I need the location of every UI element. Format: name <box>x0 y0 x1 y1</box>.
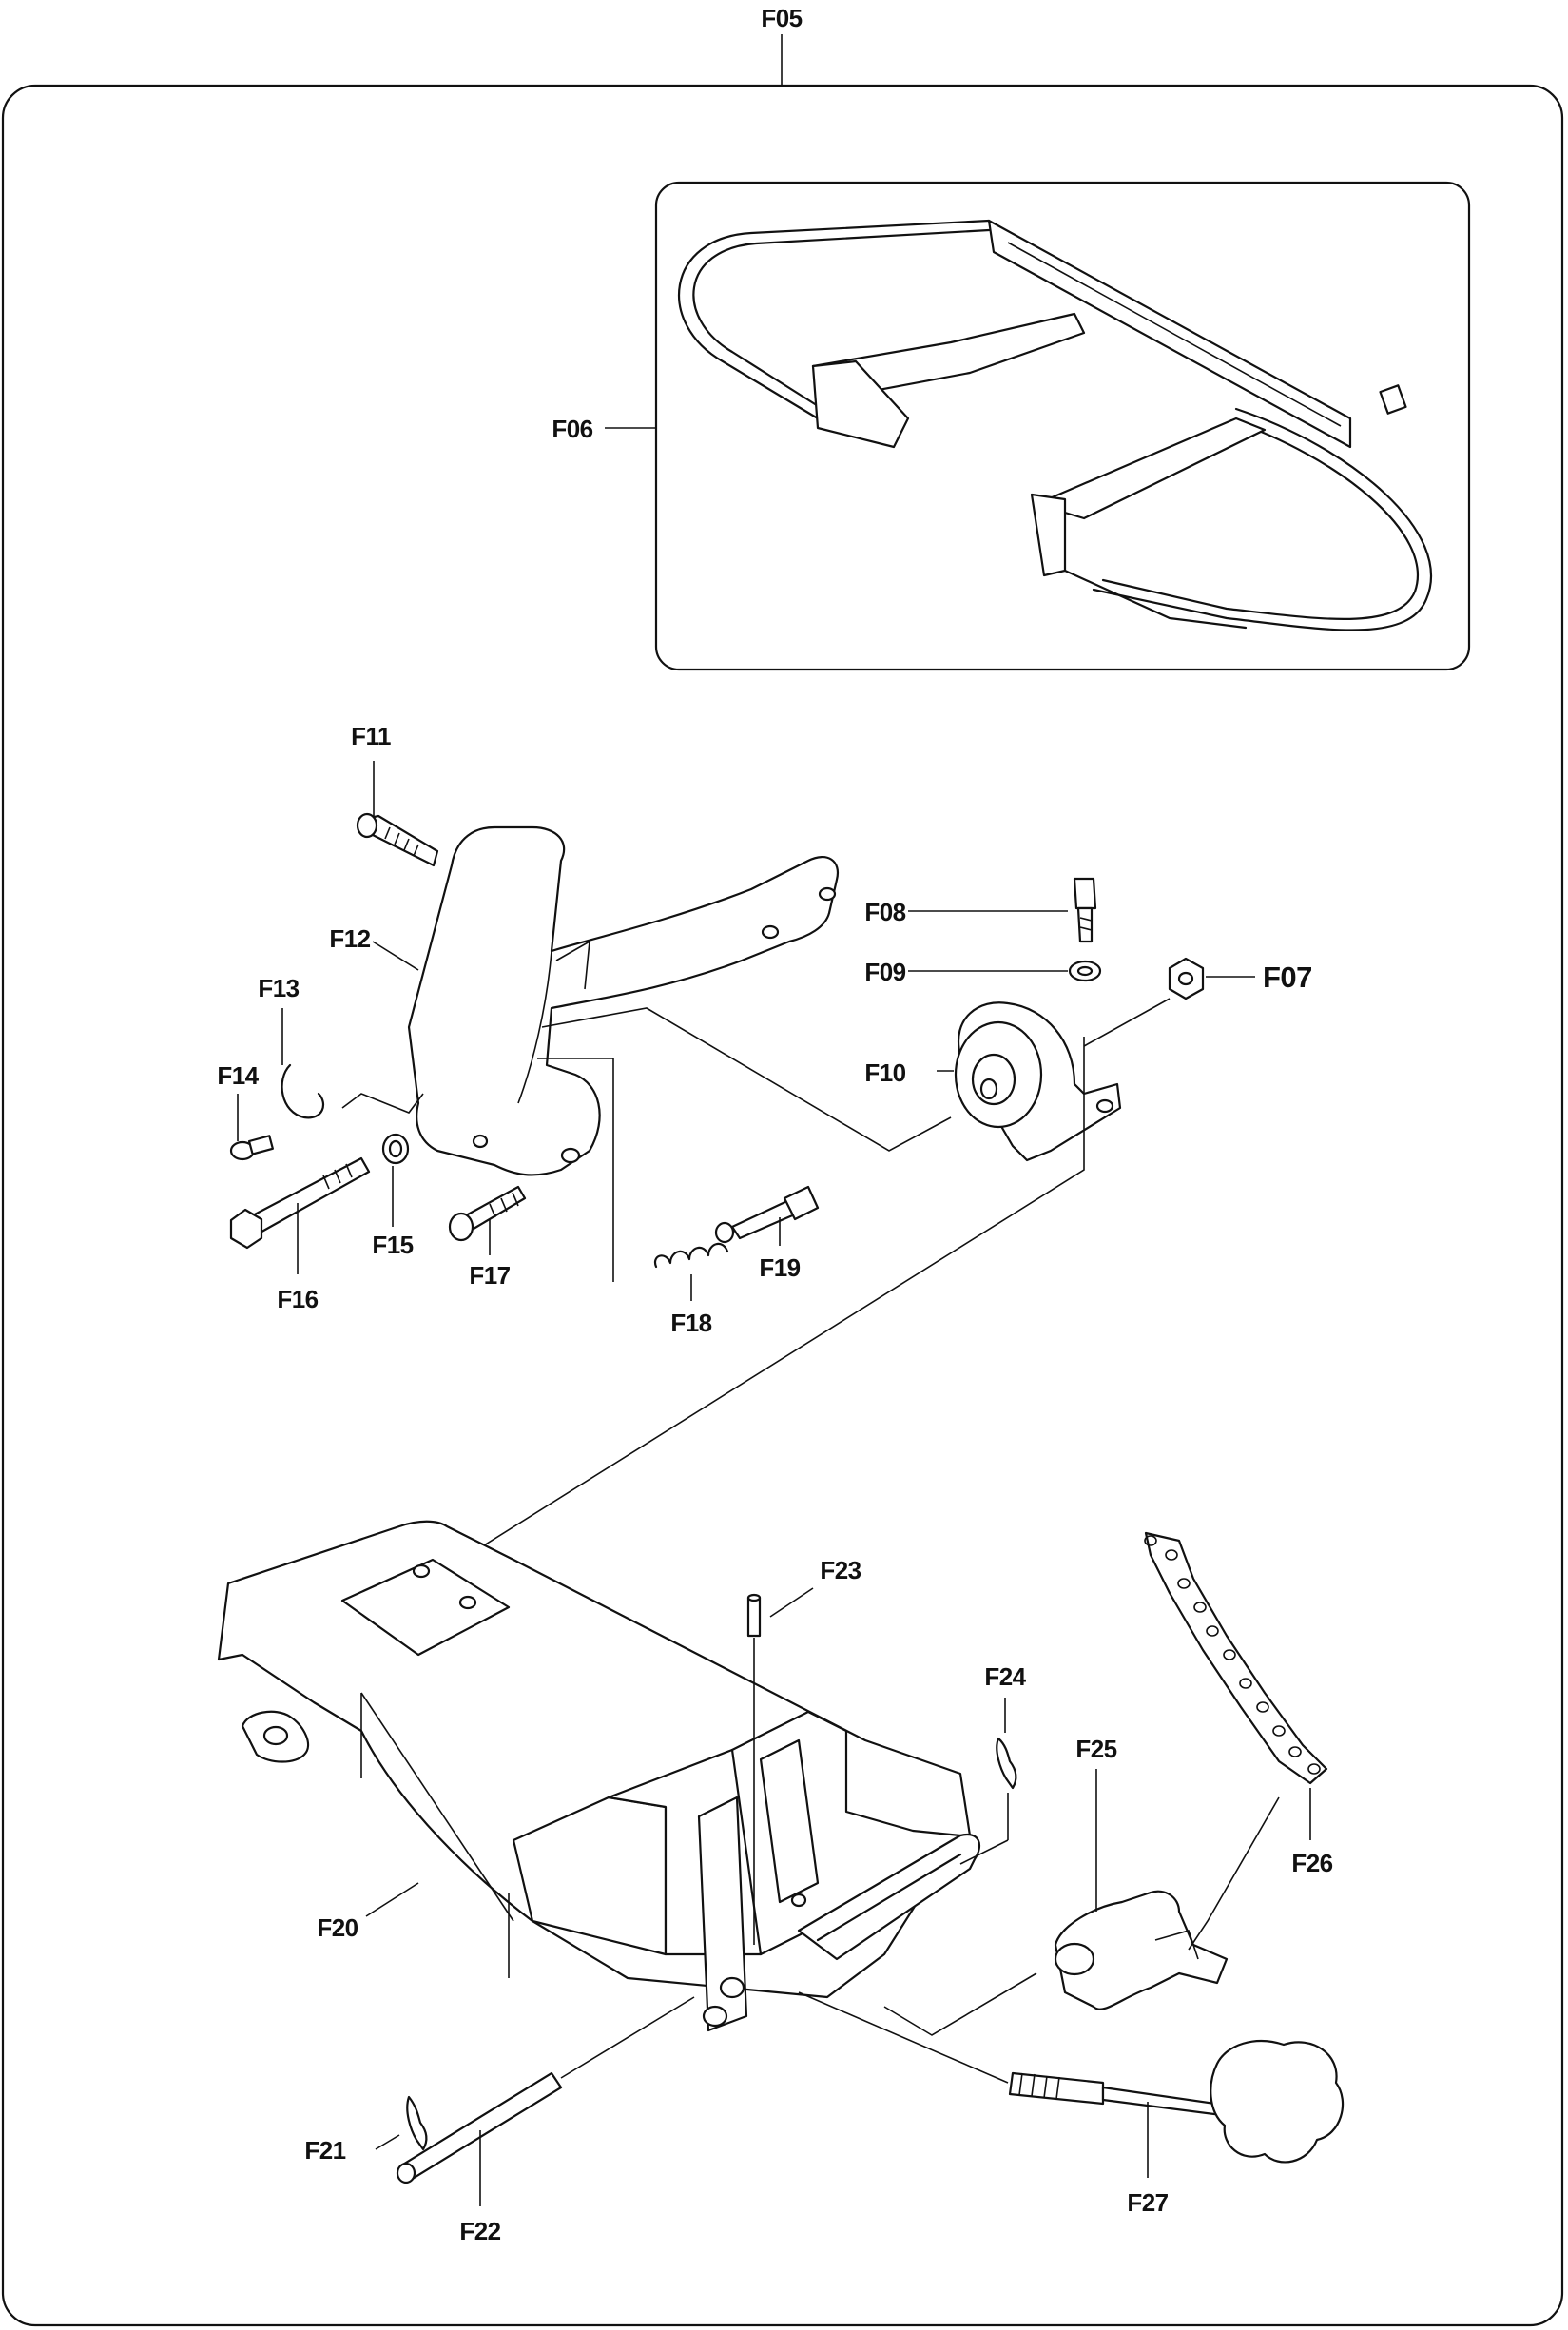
blade-guard-inset <box>605 181 1471 671</box>
bearing-block-f10 <box>937 1001 1122 1162</box>
label-f10: F10 <box>864 1058 905 1087</box>
label-f17: F17 <box>469 1261 510 1290</box>
label-f25: F25 <box>1075 1735 1116 1763</box>
label-f24: F24 <box>984 1662 1026 1691</box>
bolt-f11 <box>356 761 439 867</box>
knob-screw-f27 <box>798 1991 1345 2178</box>
clip-f13 <box>281 1008 424 1119</box>
label-f18: F18 <box>670 1309 711 1337</box>
roll-pin-f23 <box>746 1587 814 1945</box>
screw-f14 <box>229 1094 274 1161</box>
clip-f24 <box>959 1698 1017 1865</box>
base-casting-f20 <box>217 1520 981 2032</box>
label-f13: F13 <box>258 974 299 1002</box>
spring-f18 <box>537 1058 729 1301</box>
chain-f26 <box>1144 1531 1328 1951</box>
label-f06: F06 <box>552 415 592 443</box>
pin-f22 <box>396 1996 695 2206</box>
label-f16: F16 <box>277 1285 318 1313</box>
label-f19: F19 <box>759 1253 800 1282</box>
label-f11: F11 <box>351 722 391 750</box>
label-f08: F08 <box>864 898 905 926</box>
washer-f09 <box>908 960 1102 982</box>
assembly-frame <box>1 34 1564 2327</box>
nut-f07 <box>1083 957 1255 1047</box>
label-f07: F07 <box>1263 961 1312 994</box>
cam-f25 <box>883 1769 1229 2036</box>
label-f15: F15 <box>372 1231 413 1259</box>
pin-f19 <box>714 1185 820 1246</box>
arm-bracket <box>407 825 840 1176</box>
bolt-f16 <box>229 1156 371 1274</box>
label-f20: F20 <box>317 1913 358 1942</box>
label-f09: F09 <box>864 958 905 986</box>
bolt-f17 <box>448 1185 527 1255</box>
washer-f15 <box>381 1133 410 1227</box>
label-f22: F22 <box>459 2217 500 2245</box>
label-f27: F27 <box>1127 2188 1168 2217</box>
bolt-f08 <box>908 877 1097 943</box>
label-f23: F23 <box>820 1556 861 1584</box>
clip-f21 <box>375 2095 428 2151</box>
label-f05: F05 <box>761 4 802 32</box>
label-f21: F21 <box>304 2136 345 2165</box>
label-f12: F12 <box>329 924 370 953</box>
label-f14: F14 <box>217 1061 259 1090</box>
assembly-line <box>541 1007 952 1152</box>
label-f26: F26 <box>1291 1849 1332 1877</box>
